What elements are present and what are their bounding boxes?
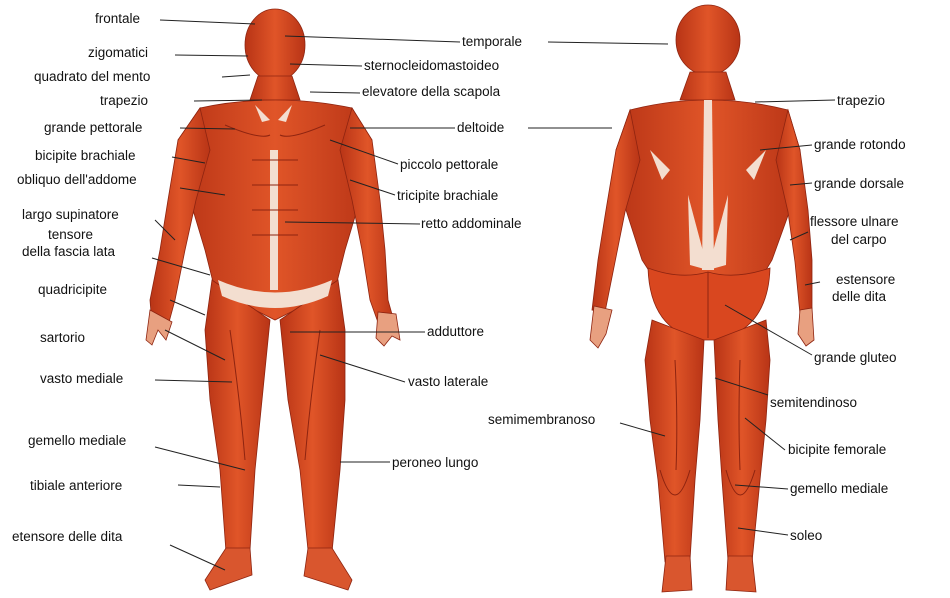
label-largo-supinatore: largo supinatore bbox=[22, 207, 119, 223]
label-trapezio-back: trapezio bbox=[837, 93, 885, 109]
label-grande-dorsale: grande dorsale bbox=[814, 176, 904, 192]
label-flessore-ulnare-2: del carpo bbox=[831, 232, 887, 248]
label-semitendinoso: semitendinoso bbox=[770, 395, 857, 411]
front-leg-right bbox=[280, 280, 345, 552]
back-foot-left bbox=[662, 556, 692, 592]
label-estensore-2: delle dita bbox=[832, 289, 886, 305]
label-vasto-mediale: vasto mediale bbox=[40, 371, 123, 387]
label-gemello-mediale-back: gemello mediale bbox=[790, 481, 888, 497]
label-sartorio: sartorio bbox=[40, 330, 85, 346]
label-semimembranoso: semimembranoso bbox=[488, 412, 595, 428]
label-tricipite-brachiale: tricipite brachiale bbox=[397, 188, 498, 204]
front-hand-right bbox=[376, 312, 400, 346]
back-body bbox=[590, 5, 814, 592]
label-bicipite-femorale: bicipite femorale bbox=[788, 442, 886, 458]
label-gemello-mediale-front: gemello mediale bbox=[28, 433, 126, 449]
label-peroneo-lungo: peroneo lungo bbox=[392, 455, 478, 471]
label-obliquo-addome: obliquo dell'addome bbox=[17, 172, 137, 188]
front-foot-right bbox=[304, 548, 352, 590]
label-estensore-1: estensore bbox=[836, 272, 895, 288]
label-deltoide: deltoide bbox=[457, 120, 504, 136]
label-tensore-2: della fascia lata bbox=[22, 244, 115, 260]
label-sternocleidomastoideo: sternocleidomastoideo bbox=[364, 58, 499, 74]
label-etensore-delle-dita: etensore delle dita bbox=[12, 529, 122, 545]
label-vasto-laterale: vasto laterale bbox=[408, 374, 488, 390]
back-hand-left bbox=[590, 306, 612, 348]
label-adduttore: adduttore bbox=[427, 324, 484, 340]
label-tensore-1: tensore bbox=[48, 227, 93, 243]
back-neck bbox=[680, 72, 735, 100]
label-retto-addominale: retto addominale bbox=[421, 216, 522, 232]
label-tibiale-anteriore: tibiale anteriore bbox=[30, 478, 122, 494]
label-frontale: frontale bbox=[95, 11, 140, 27]
front-foot-left bbox=[205, 548, 252, 590]
label-trapezio-front: trapezio bbox=[100, 93, 148, 109]
label-quadricipite: quadricipite bbox=[38, 282, 107, 298]
back-foot-right bbox=[726, 556, 756, 592]
label-grande-pettorale: grande pettorale bbox=[44, 120, 142, 136]
label-grande-gluteo: grande gluteo bbox=[814, 350, 897, 366]
back-leg-left bbox=[645, 320, 704, 562]
back-leg-right bbox=[714, 320, 770, 562]
front-leg-left bbox=[205, 280, 270, 552]
label-temporale: temporale bbox=[462, 34, 522, 50]
label-soleo: soleo bbox=[790, 528, 822, 544]
front-head bbox=[245, 9, 305, 81]
label-flessore-ulnare-1: flessore ulnare bbox=[810, 214, 899, 230]
back-head bbox=[676, 5, 740, 75]
label-elevatore-della-scapola: elevatore della scapola bbox=[362, 84, 500, 100]
back-hand-right bbox=[798, 308, 814, 346]
label-zigomatici: zigomatici bbox=[88, 45, 148, 61]
label-bicipite-brachiale: bicipite brachiale bbox=[35, 148, 136, 164]
label-quadrato-del-mento: quadrato del mento bbox=[34, 69, 150, 85]
label-grande-rotondo: grande rotondo bbox=[814, 137, 906, 153]
label-piccolo-pettorale: piccolo pettorale bbox=[400, 157, 498, 173]
front-neck bbox=[250, 76, 300, 100]
